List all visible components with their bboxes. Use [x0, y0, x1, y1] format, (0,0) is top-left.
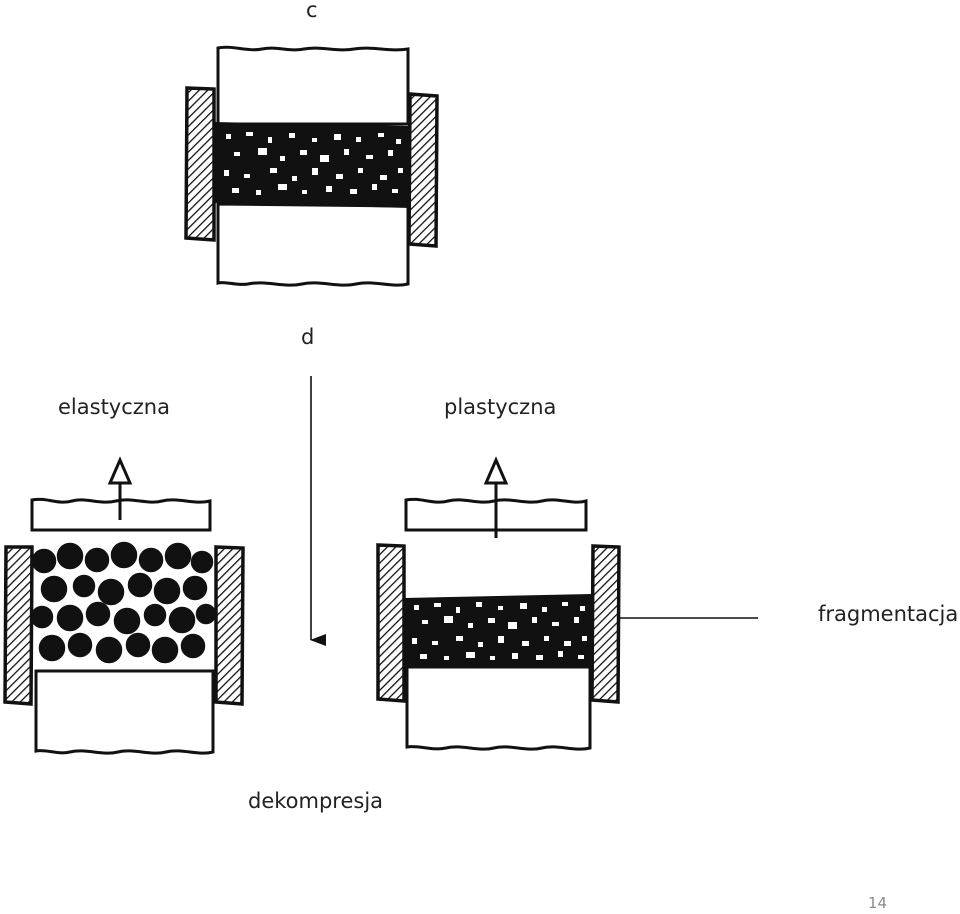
die-wall-left-elastic — [3, 545, 34, 706]
compact-tablet — [214, 122, 410, 208]
die-wall-right-elastic — [214, 545, 245, 706]
upper-punch — [216, 45, 410, 126]
die-wall-left-plastic — [376, 543, 406, 703]
arrowhead-up-elastic — [107, 456, 133, 485]
label-c: c — [306, 0, 318, 22]
plastic-tablet — [404, 594, 592, 668]
die-wall-right-plastic — [590, 544, 621, 704]
label-fragmentation: fragmentacja — [818, 602, 959, 626]
label-decompression: dekompresja — [248, 789, 384, 813]
lower-punch-plastic — [405, 665, 592, 751]
label-elastic: elastyczna — [58, 395, 170, 419]
compact-pores — [224, 132, 403, 195]
panel-elastic — [3, 456, 245, 755]
label-plastic: plastyczna — [444, 395, 557, 419]
die-wall-right — [407, 92, 439, 248]
arrowhead-up-plastic — [483, 456, 509, 485]
label-d: d — [301, 325, 315, 349]
lower-punch — [216, 202, 410, 287]
die-wall-left — [184, 86, 216, 242]
page-number: 14 — [868, 894, 888, 912]
lower-punch-elastic — [34, 669, 215, 755]
expanded-particles — [30, 541, 217, 669]
panel-plastic — [376, 456, 758, 751]
panel-c — [184, 45, 439, 287]
plastic-pores — [412, 602, 587, 660]
